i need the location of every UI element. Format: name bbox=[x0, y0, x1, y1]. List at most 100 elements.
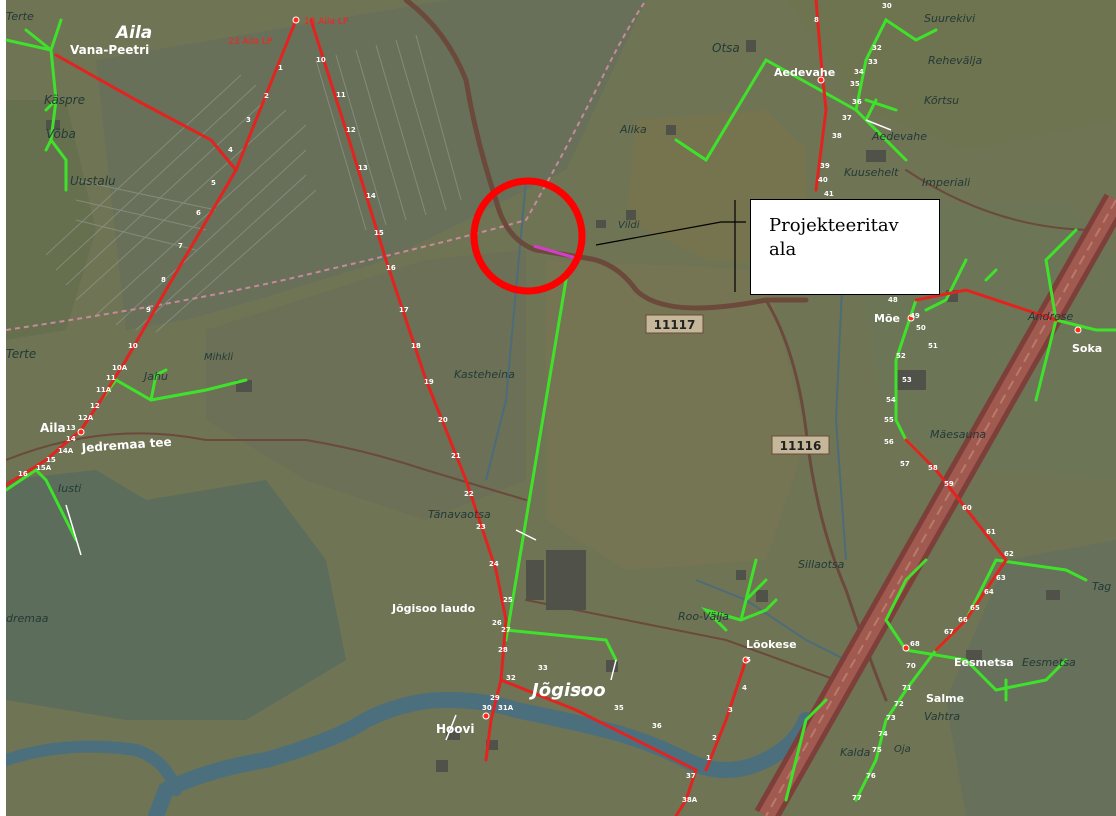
place-label: Tänavaotsa bbox=[428, 508, 491, 521]
place-label: Salme bbox=[926, 692, 964, 705]
pole-number-label: 28 bbox=[498, 646, 508, 654]
pole-number-label: 10 bbox=[128, 342, 138, 350]
land-patches bbox=[6, 0, 1116, 816]
projected-segment bbox=[533, 244, 577, 260]
road-label-11117: 11117 bbox=[645, 314, 704, 334]
substation-markers bbox=[77, 16, 1082, 720]
pole-number-label: 51 bbox=[928, 342, 938, 350]
pole-number-label: 20 bbox=[438, 416, 448, 424]
pole-number-label: 9 bbox=[146, 306, 151, 314]
map-canvas[interactable]: 11117 11116 Aila Vana-Peetri Käspre Võba… bbox=[6, 0, 1116, 816]
pole-number-label: 1 bbox=[278, 64, 283, 72]
place-label: Jedremaa tee bbox=[80, 435, 172, 455]
pole-number-label: 14 bbox=[66, 435, 76, 443]
place-label: Eesmetsa bbox=[954, 656, 1014, 669]
pole-number-label: 62 bbox=[1004, 550, 1014, 558]
pole-number-label: 8 bbox=[814, 16, 819, 24]
road-label-11116: 11116 bbox=[771, 435, 830, 455]
place-label: Terte bbox=[6, 10, 34, 23]
pole-number-label: 23 bbox=[476, 523, 486, 531]
pole-number-label: 29 bbox=[490, 694, 500, 702]
place-label: dremaa bbox=[6, 612, 49, 625]
red-line-dotted bbox=[965, 289, 1057, 321]
pole-number-label: 49 bbox=[910, 312, 920, 320]
pole-number-label: 4 bbox=[228, 146, 233, 154]
pole-number-label: 35 bbox=[614, 704, 624, 712]
pole-number-label: 68 bbox=[910, 640, 920, 648]
pole-number-label: 12 bbox=[346, 126, 356, 134]
pole-number-label: 3 bbox=[728, 706, 733, 714]
place-label: Vana-Peetri bbox=[70, 43, 149, 57]
pole-number-label: 76 bbox=[866, 772, 876, 780]
pole-number-label: 53 bbox=[902, 376, 912, 384]
pole-labels: 1234567891010A1111A1212A131414A1515A1617… bbox=[18, 2, 1014, 804]
place-label: Imperiali bbox=[922, 176, 970, 189]
green-lines bbox=[6, 17, 1116, 802]
place-labels: Aila Vana-Peetri Käspre Võba Uustalu Ter… bbox=[6, 10, 1111, 759]
pole-number-label: 54 bbox=[886, 396, 896, 404]
place-label: Hoovi bbox=[436, 722, 474, 736]
pole-number-label: 34 bbox=[854, 68, 864, 76]
pole-number-label: 77 bbox=[852, 794, 862, 802]
place-label: Jõgisoo bbox=[529, 680, 606, 701]
pole-number-label: 25 bbox=[503, 596, 513, 604]
pole-number-label: 11 bbox=[336, 91, 346, 99]
place-label: Kalda bbox=[840, 746, 871, 759]
projected-area-circle[interactable] bbox=[470, 177, 586, 295]
line-label: 13 Aila LP bbox=[304, 17, 349, 27]
pole-number-label: 10A bbox=[112, 364, 128, 372]
pole-number-label: 56 bbox=[884, 438, 894, 446]
pole-number-label: 21 bbox=[451, 452, 461, 460]
pole-number-label: 40 bbox=[818, 176, 828, 184]
pole-number-label: 36 bbox=[652, 722, 662, 730]
callout-leader bbox=[595, 221, 746, 246]
pole-number-label: 32 bbox=[506, 674, 516, 682]
pole-number-label: 34 bbox=[576, 686, 586, 694]
pole-number-label: 35 bbox=[850, 80, 860, 88]
pole-number-label: 74 bbox=[878, 730, 888, 738]
place-label: Iusti bbox=[58, 482, 81, 495]
pole-number-label: 63 bbox=[996, 574, 1006, 582]
place-label: Jõgisoo laudo bbox=[391, 602, 476, 615]
place-label: Oja bbox=[894, 744, 911, 755]
pole-number-label: 14 bbox=[366, 192, 376, 200]
place-label: Tag bbox=[1092, 580, 1111, 593]
place-label: Kuusehelt bbox=[844, 166, 899, 179]
line-label: 23 Aila LP bbox=[228, 37, 273, 47]
pole-number-label: 65 bbox=[970, 604, 980, 612]
pole-number-label: 24 bbox=[489, 560, 499, 568]
place-label: Mäesauna bbox=[930, 428, 986, 441]
pole-number-label: 4 bbox=[742, 684, 747, 692]
place-label: Lõokese bbox=[746, 638, 797, 651]
highway bbox=[754, 193, 1116, 816]
pole-number-label: 30 bbox=[882, 2, 892, 10]
place-label: Soka bbox=[1072, 342, 1102, 355]
pole-number-label: 16 bbox=[386, 264, 396, 272]
place-label: Kasteheina bbox=[454, 368, 515, 381]
pole-number-label: 37 bbox=[686, 772, 696, 780]
pole-number-label: 71 bbox=[902, 684, 912, 692]
place-label: Aila bbox=[114, 23, 152, 43]
river bbox=[148, 691, 814, 816]
field-stripes bbox=[45, 34, 462, 333]
place-label: Sillaotsa bbox=[798, 558, 845, 571]
pole-number-label: 33 bbox=[868, 58, 878, 66]
pole-number-label: 16 bbox=[18, 470, 28, 478]
place-label: Aedevahe bbox=[871, 130, 927, 143]
pole-number-label: 5 bbox=[211, 179, 216, 187]
pole-number-label: 64 bbox=[984, 588, 994, 596]
pole-number-label: 50 bbox=[916, 324, 926, 332]
pole-number-label: 15 bbox=[46, 456, 56, 464]
pole-number-label: 13 bbox=[66, 424, 76, 432]
place-label: Kõrtsu bbox=[924, 94, 959, 107]
pole-number-label: 38 bbox=[832, 132, 842, 140]
pole-number-label: 22 bbox=[464, 490, 474, 498]
river-branch bbox=[6, 740, 182, 796]
pole-number-label: 15 bbox=[374, 229, 384, 237]
pole-number-label: 39 bbox=[820, 162, 830, 170]
pole-number-label: 13 bbox=[358, 164, 368, 172]
pole-number-label: 8 bbox=[161, 276, 166, 284]
pole-number-label: 41 bbox=[824, 190, 834, 198]
place-label: Jahu bbox=[142, 370, 168, 383]
pole-number-label: 73 bbox=[886, 714, 896, 722]
